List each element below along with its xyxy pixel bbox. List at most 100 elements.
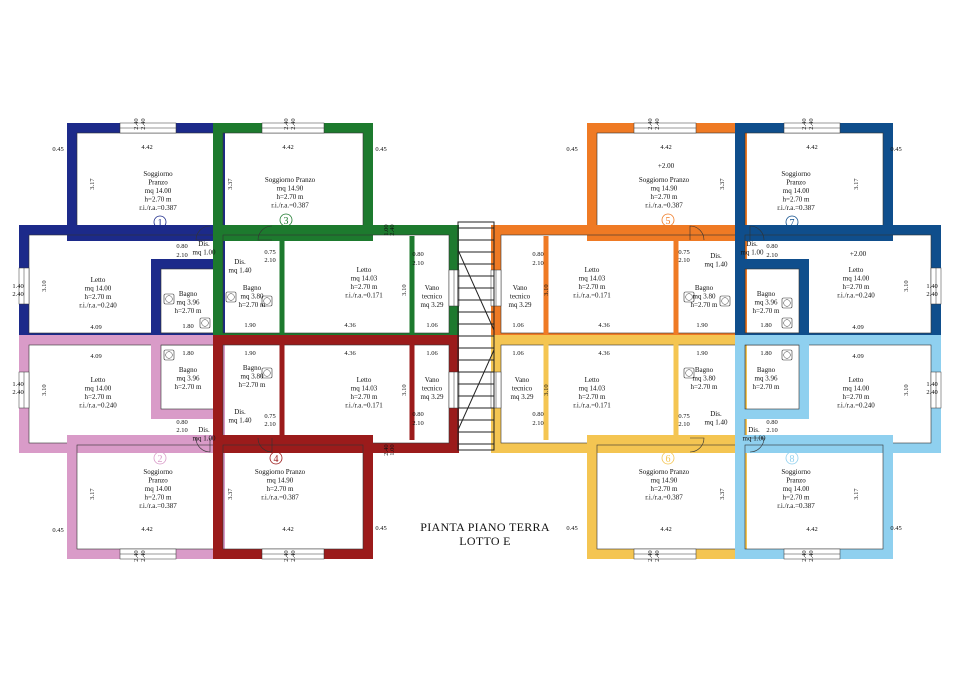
dim-unit5-door: 0.75 xyxy=(678,249,689,256)
dim-unit8-offset: 0.45 xyxy=(890,525,901,532)
unit6-soggiorno-label: r.i./r.a.=0.387 xyxy=(645,494,683,502)
dim-unit4-depth: 3.37 xyxy=(227,488,234,500)
dim-unit3-width: 4.42 xyxy=(282,144,293,151)
dim-unit2-offset: 0.45 xyxy=(52,527,63,534)
unit2-bagno-label: mq 3.96 xyxy=(177,375,200,383)
unit7-sink-bowl xyxy=(783,319,791,327)
unit4-letto-wall-inner xyxy=(222,344,450,444)
dim-unit5-letto: 4.36 xyxy=(598,322,610,329)
unit8-letto-label: r.i./r.a.=0.240 xyxy=(837,402,875,410)
unit8-number-ring xyxy=(785,451,799,465)
unit6-letto-wall-inner xyxy=(500,344,738,444)
dim-win-2b: 2.40 xyxy=(140,550,147,561)
unit1-sink-bowl xyxy=(201,319,209,327)
unit7-letto-label: r.i./r.a.=0.240 xyxy=(837,292,875,300)
dim-win-5b: 2.40 xyxy=(654,118,661,129)
unit8-number: 8 xyxy=(790,454,795,465)
unit5-letto-label: mq 14.03 xyxy=(579,275,606,283)
dim-unit8-door: 0.80 xyxy=(766,419,777,426)
unit3-letto-label: h=2.70 m xyxy=(351,283,378,291)
dim-win-2: 2.40 xyxy=(133,550,140,561)
dim-unit7-bagno: 1.80 xyxy=(760,322,771,329)
fixtures-layer xyxy=(163,225,793,453)
dim-unit8-width: 4.42 xyxy=(806,526,817,533)
dim-unit3-offset: 0.45 xyxy=(375,146,386,153)
dim-unit6-letto-depth: 3.10 xyxy=(543,384,550,395)
unit1-number-ring xyxy=(153,215,167,229)
unit8-soggiorno-label: mq 14.00 xyxy=(783,485,810,493)
dim-unit1-door: 0.80 xyxy=(176,243,187,250)
dim-unit2-width: 4.42 xyxy=(141,526,152,533)
dim-win-6: 2.40 xyxy=(647,550,654,561)
unit6-bagno-label: h=2.70 m xyxy=(691,383,718,391)
unit2-letto-label: h=2.70 m xyxy=(85,393,112,401)
dim-unit1-side: 1.40 xyxy=(12,283,23,290)
dim-unit7-letto: 4.09 xyxy=(852,324,863,331)
unit7-wc-bowl xyxy=(783,299,791,307)
unit6-dis-label: Dis. xyxy=(710,410,722,418)
plan-title-line2: LOTTO E xyxy=(459,534,511,548)
unit5-bagno-label: mq 3.80 xyxy=(693,293,716,301)
unit3-letto-label: Letto xyxy=(357,266,372,274)
dim-unit7-side-b: 2.40 xyxy=(926,291,937,298)
dim-win-4: 2.40 xyxy=(283,550,290,561)
dim-win-3: 2.40 xyxy=(283,118,290,129)
unit4-door xyxy=(257,437,273,453)
dim-unit3-door-h: 2.10 xyxy=(264,257,275,264)
dim-unit5-vano: 1.06 xyxy=(512,322,524,329)
dim-unit1-door-h: 2.10 xyxy=(176,252,187,259)
dim-stair-low-b: 1.00 xyxy=(389,444,396,455)
dim-unit4-door-h: 2.10 xyxy=(264,421,275,428)
dim-unit1-letto-depth: 3.10 xyxy=(41,280,48,291)
dim-unit8-letto-depth: 3.10 xyxy=(903,384,910,395)
unit4-vano-label: mq 3.29 xyxy=(421,393,444,401)
unit4-soggiorno-label: Soggiorno Pranzo xyxy=(255,468,306,476)
unit4-bagno-label: Bagno xyxy=(243,364,262,372)
unit2-door xyxy=(195,437,211,453)
unit5-number-ring xyxy=(661,213,675,227)
unit2-soggiorno-label: h=2.70 m xyxy=(145,494,172,502)
staircase xyxy=(457,221,495,451)
unit1-soggiorno-label: mq 14.00 xyxy=(145,187,172,195)
unit5-level: +2.00 xyxy=(658,162,675,170)
unit4-soggiorno-label: r.i./r.a.=0.387 xyxy=(261,494,299,502)
dim-win-5: 2.40 xyxy=(647,118,654,129)
dim-win-7b: 2.40 xyxy=(808,118,815,129)
unit4-letto-label: mq 14.03 xyxy=(351,385,378,393)
dim-win-7: 2.40 xyxy=(801,118,808,129)
dim-unit5-width: 4.42 xyxy=(660,144,671,151)
unit2-letto-label: mq 14.00 xyxy=(85,385,112,393)
dim-unit2-bagno: 1.80 xyxy=(182,350,193,357)
dim-win-3b: 2.40 xyxy=(290,118,297,129)
dim-unit2-letto-depth: 3.10 xyxy=(41,384,48,395)
dim-unit5-door-h: 2.10 xyxy=(678,257,689,264)
unit7-level: +2.00 xyxy=(850,250,867,258)
unit5-letto-label: Letto xyxy=(585,266,600,274)
unit1-soggiorno-label: h=2.70 m xyxy=(145,196,172,204)
unit4-number-ring xyxy=(269,451,283,465)
dim-unit2-side-b: 2.40 xyxy=(12,389,23,396)
dim-unit3-vano-door: 0.80 xyxy=(412,251,423,258)
dim-unit8-side-b: 2.40 xyxy=(926,389,937,396)
unit6-soggiorno-label: mq 14.90 xyxy=(651,477,678,485)
unit6-letto-label: r.i./r.a.=0.171 xyxy=(573,402,611,410)
dim-unit4-offset: 0.45 xyxy=(375,525,386,532)
unit1-soggiorno-label: r.i./r.a.=0.387 xyxy=(139,204,177,212)
dim-unit2-side: 1.40 xyxy=(12,381,23,388)
unit8-wc-bowl xyxy=(783,351,791,359)
unit5-dis-label: Dis. xyxy=(710,252,722,260)
dim-win-4b: 2.40 xyxy=(290,550,297,561)
dim-unit6-letto: 4.36 xyxy=(598,350,610,357)
dim-unit3-bagno: 1.90 xyxy=(244,322,255,329)
unit6-vano-label: tecnico xyxy=(512,385,533,393)
unit1-letto-label: Letto xyxy=(91,276,106,284)
dim-win-8: 2.40 xyxy=(801,550,808,561)
unit5-wc-bowl xyxy=(685,293,693,301)
dim-unit7-door-h: 2.10 xyxy=(766,252,777,259)
dim-unit6-vano: 1.06 xyxy=(512,350,524,357)
stair-diagonal xyxy=(457,349,495,431)
unit3-number: 3 xyxy=(284,216,289,227)
unit3-sink-bowl xyxy=(263,297,271,305)
dim-unit6-width: 4.42 xyxy=(660,526,671,533)
